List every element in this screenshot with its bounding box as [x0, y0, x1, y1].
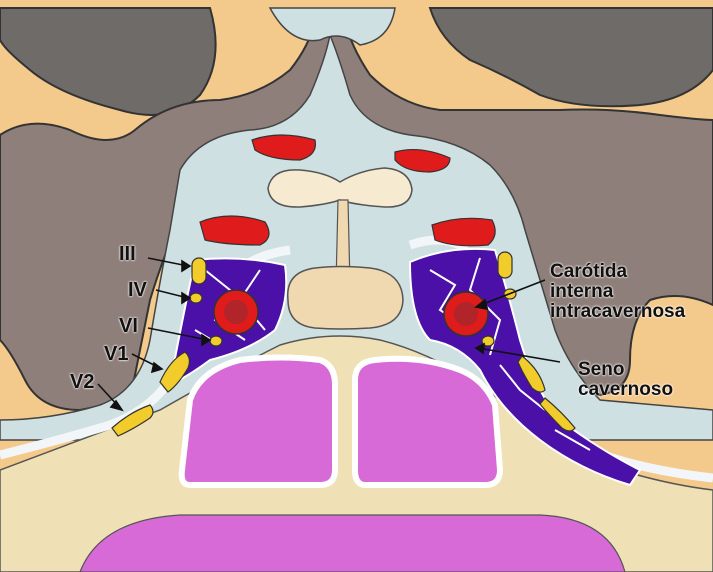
- label-sinus-line2: cavernoso: [578, 378, 674, 400]
- csf-top: [268, 7, 396, 46]
- label-sinus-line1: Seno: [578, 359, 625, 380]
- nerve-iii-left: [191, 257, 207, 285]
- carotid-right-inner: [454, 302, 478, 326]
- label-v1: V1: [104, 343, 129, 365]
- sphenoid-sinus-right: [352, 355, 504, 488]
- left-temporal-lobe-dark: [0, 7, 217, 116]
- label-v2: V2: [70, 371, 95, 393]
- nerve-v2-left: [111, 404, 154, 437]
- label-iv: IV: [128, 279, 147, 301]
- label-carotid: Carótida interna intracavernosa: [550, 262, 685, 322]
- label-arrows: [97, 257, 561, 412]
- artery-mid-right: [431, 217, 496, 247]
- nerve-v1-left: [159, 351, 191, 393]
- label-sinus: Seno cavernoso: [578, 360, 673, 400]
- label-vi: VI: [119, 315, 138, 337]
- nerve-iv-left: [189, 292, 203, 304]
- right-temporal-lobe-dark: [428, 7, 713, 108]
- optic-chiasm: [267, 167, 413, 208]
- carotid-left-inner: [224, 300, 248, 324]
- label-iii: III: [119, 243, 136, 265]
- nerve-vi-right: [481, 335, 495, 347]
- label-carotid-line2: interna: [550, 280, 614, 302]
- sphenoid-sinus-lower: [79, 514, 626, 572]
- pituitary-gland: [287, 265, 404, 330]
- nerve-vi-left: [209, 335, 223, 347]
- sphenoid-sinus-left: [178, 354, 338, 488]
- label-carotid-line3: intracavernosa: [550, 300, 686, 322]
- artery-top-left: [251, 134, 317, 161]
- nerve-iii-right: [497, 251, 513, 279]
- artery-mid-left: [199, 215, 270, 246]
- nerve-v1-right: [517, 355, 546, 393]
- nerve-v2-right: [539, 397, 576, 432]
- artery-top-right: [394, 148, 451, 173]
- label-carotid-line1: Carótida: [550, 261, 628, 282]
